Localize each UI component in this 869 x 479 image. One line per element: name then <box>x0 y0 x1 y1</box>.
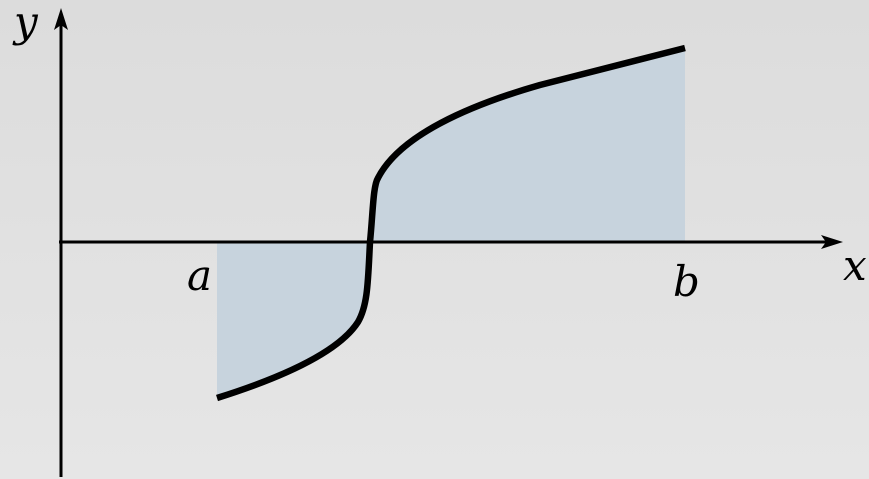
y-axis-label: y <box>12 0 39 46</box>
function-curve <box>216 44 686 402</box>
x-axis-arrowhead <box>821 235 843 249</box>
x-axis-label: x <box>843 241 867 290</box>
lower-bound-label: a <box>187 251 212 300</box>
negative-area-region <box>217 242 370 398</box>
y-axis-arrowhead <box>54 8 68 30</box>
upper-bound-label: b <box>673 257 700 306</box>
positive-area-region <box>370 48 685 242</box>
